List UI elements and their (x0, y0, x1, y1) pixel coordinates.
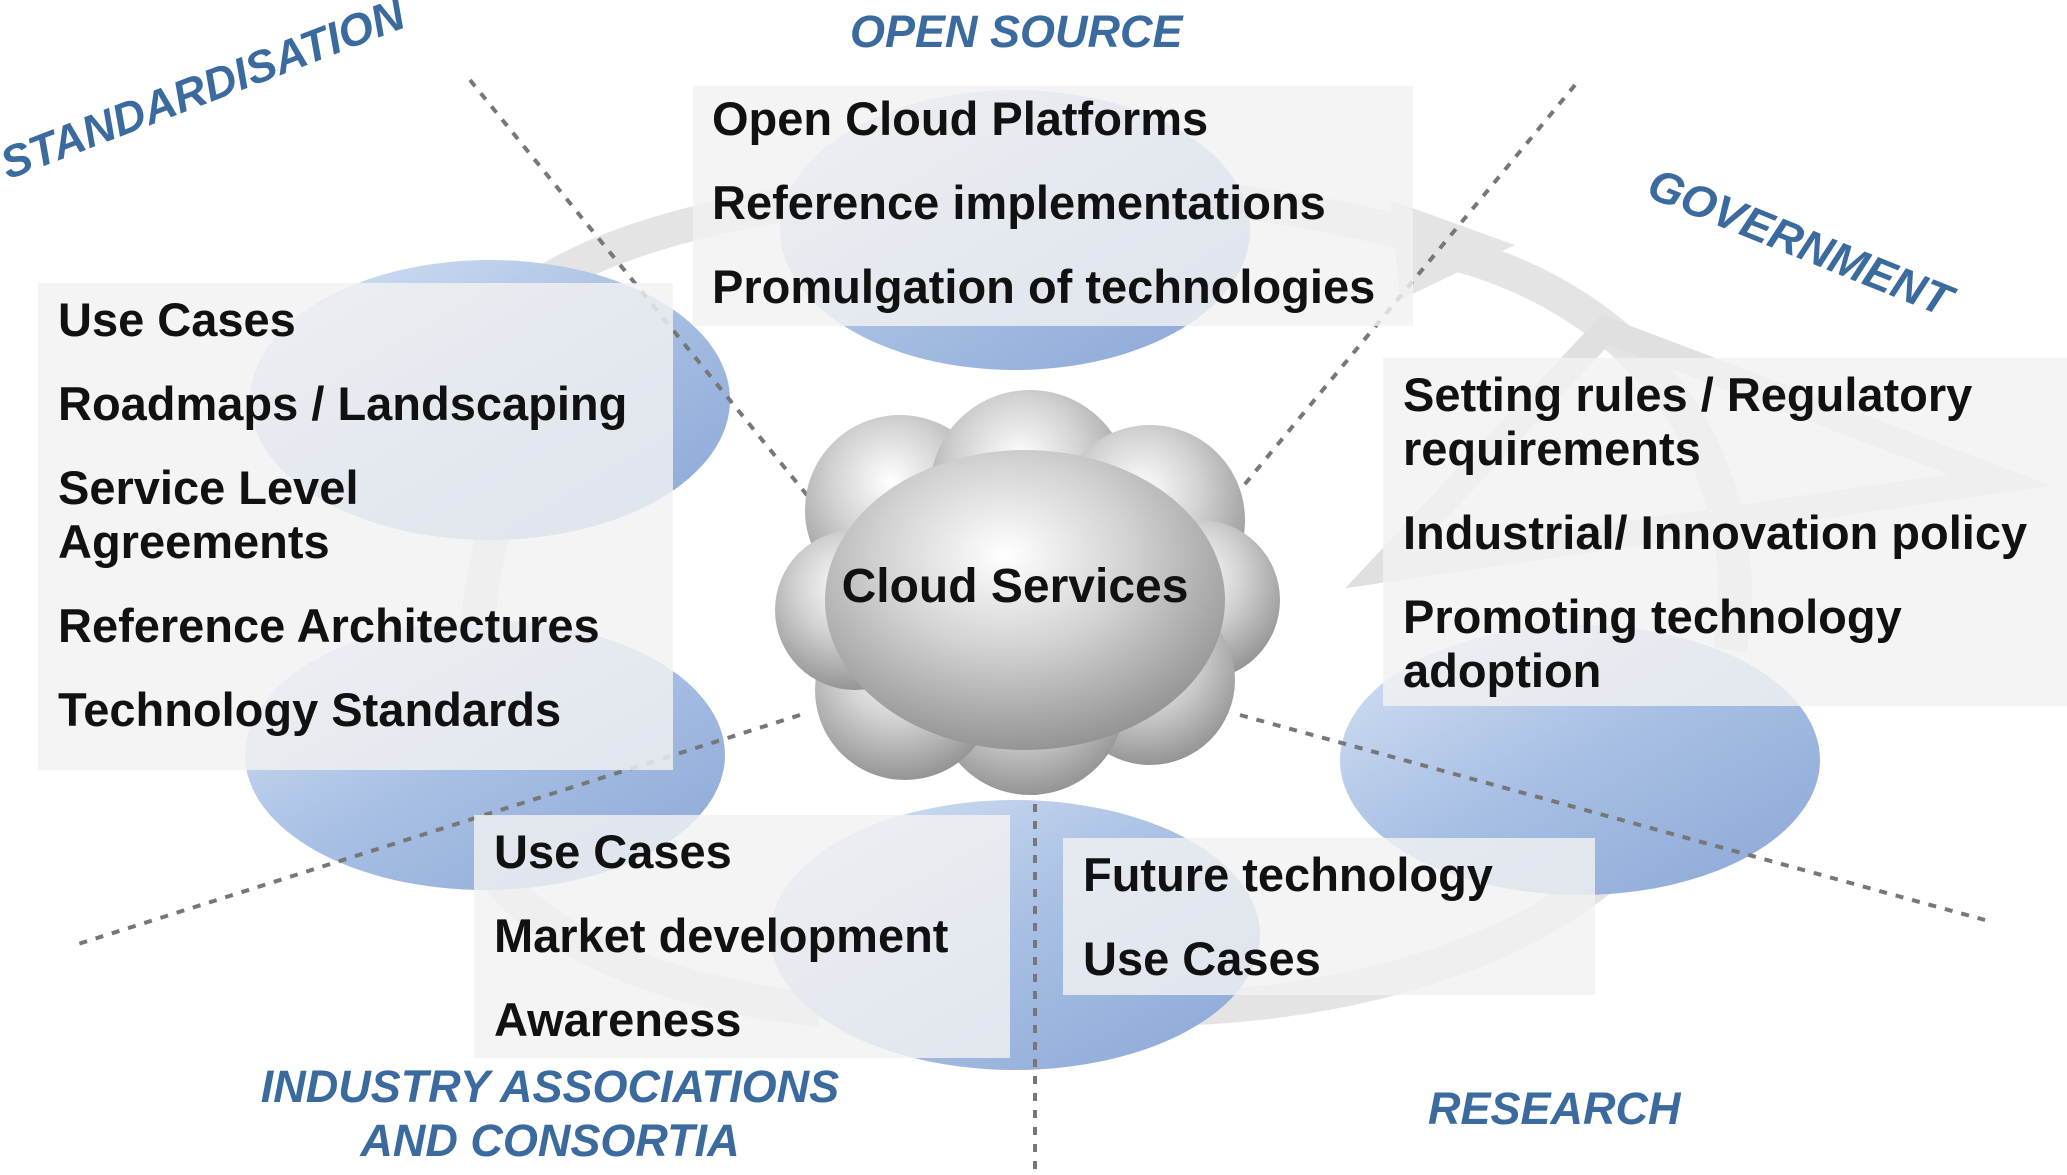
research-panel: Future technology Use Cases (1063, 838, 1595, 995)
list-item: Use Cases (494, 825, 732, 878)
cloud-services-label: Cloud Services (841, 560, 1189, 613)
list-item: Roadmaps / Landscaping (58, 377, 628, 430)
ring-arrowhead-top (1390, 200, 1515, 300)
list-item: Industrial/ Innovation policy (1403, 506, 2028, 559)
list-item: Awareness (494, 993, 742, 1046)
list-item: Use Cases (58, 293, 296, 346)
list-item: requirements (1403, 422, 1701, 475)
list-item: Technology Standards (58, 683, 562, 736)
list-item: Market development (494, 909, 949, 962)
standardisation-panel: Use Cases Roadmaps / Landscaping Service… (38, 283, 673, 770)
cloud-icon (775, 390, 1280, 795)
industry-title-line1: INDUSTRY ASSOCIATIONS (260, 1061, 840, 1112)
open-source-title: OPEN SOURCE (850, 6, 1183, 57)
list-item: Use Cases (1083, 932, 1321, 985)
list-item: Future technology (1083, 848, 1493, 901)
list-item: Agreements (58, 515, 330, 568)
industry-panel: Use Cases Market development Awareness (474, 815, 1010, 1058)
list-item: Promoting technology (1403, 590, 1902, 643)
list-item: Service Level (58, 461, 359, 514)
list-item: Reference implementations (712, 176, 1326, 229)
open-source-panel: Open Cloud Platforms Reference implement… (693, 86, 1413, 326)
research-title: RESEARCH (1428, 1083, 1681, 1134)
list-item: Setting rules / Regulatory (1403, 368, 1973, 421)
industry-title-line2: AND CONSORTIA (360, 1115, 740, 1166)
list-item: Reference Architectures (58, 599, 600, 652)
list-item: Promulgation of technologies (712, 260, 1376, 313)
list-item: Open Cloud Platforms (712, 92, 1209, 145)
government-panel: Setting rules / Regulatory requirements … (1383, 358, 2067, 706)
list-item: adoption (1403, 644, 1602, 697)
